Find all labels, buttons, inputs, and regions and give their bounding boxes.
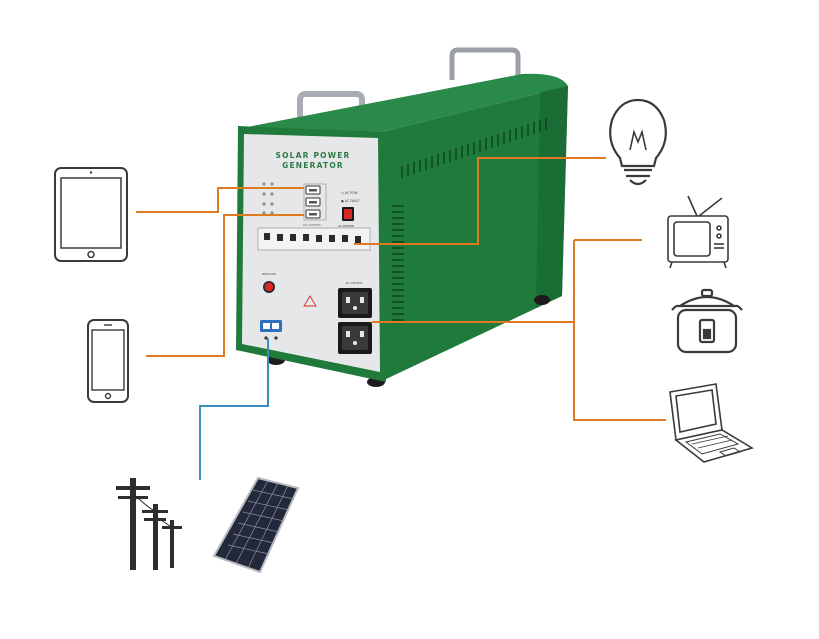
generator-top [242, 73, 568, 132]
usb-ports [303, 183, 327, 221]
battery-indicator-leds [262, 182, 274, 215]
solar-panel-icon [212, 476, 300, 574]
warning-triangle-icon [303, 295, 317, 307]
generator-title-line2: GENERATOR [282, 161, 344, 170]
ac-sockets: AC OUTPUT [338, 281, 372, 354]
laptop-icon [669, 383, 754, 463]
svg-text:AC POWER: AC POWER [338, 224, 354, 228]
dc-socket-row [257, 227, 371, 251]
solar-input-connector [260, 320, 282, 340]
generator-side [382, 86, 568, 380]
dc-output-lines [136, 157, 606, 357]
smartphone-icon [87, 319, 129, 403]
generator-title-line1: SOLAR POWER [276, 151, 351, 160]
svg-text:○ AC POW: ○ AC POW [341, 191, 359, 195]
tablet-icon [54, 167, 128, 262]
breaker-button: BREAKER [262, 272, 276, 293]
solar-generator: SOLAR POWER GENERATOR DC OUTPUT ○ AC POW… [236, 47, 568, 387]
svg-text:BREAKER: BREAKER [262, 272, 276, 276]
ac-power-switch: ○ AC POW ● AC FAULT AC POWER [338, 191, 360, 228]
side-vents [401, 118, 547, 178]
ac-output-lines [372, 239, 666, 421]
front-handle [297, 91, 365, 122]
svg-text:● AC FAULT: ● AC FAULT [341, 199, 360, 203]
utility-pole-icon [116, 478, 182, 570]
television-icon [667, 195, 729, 269]
input-line [199, 338, 269, 480]
svg-text:AC OUTPUT: AC OUTPUT [345, 281, 362, 285]
dc-output-label: DC OUTPUT [303, 223, 321, 227]
light-bulb-icon [609, 98, 667, 186]
rice-cooker-icon [671, 288, 743, 354]
rear-handle [449, 47, 521, 82]
